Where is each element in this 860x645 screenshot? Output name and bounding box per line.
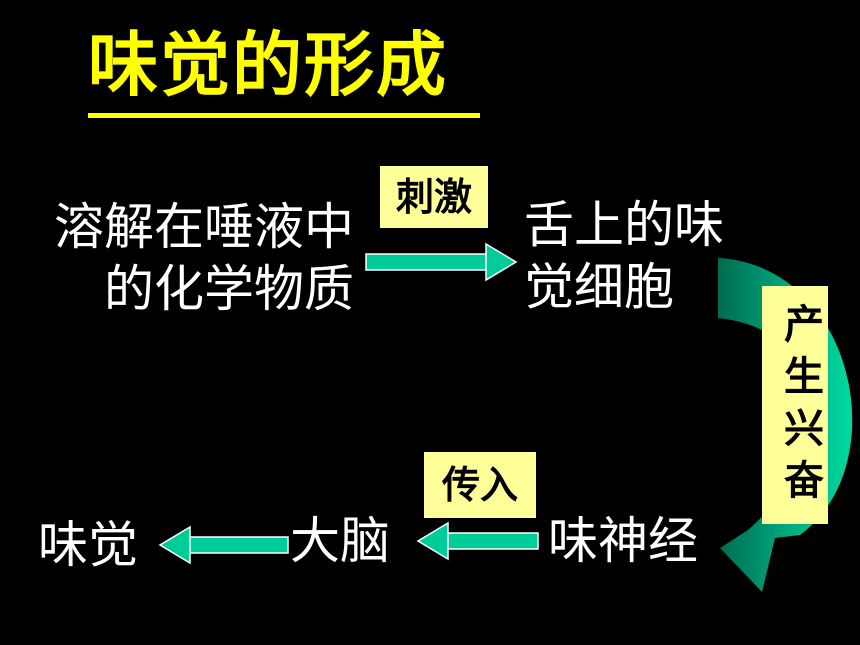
- node-dissolved-chemicals: 溶解在唾液中 的化学物质: [6, 196, 354, 320]
- node-taste: 味觉: [38, 516, 138, 574]
- node-taste-cells: 舌上的味 觉细胞: [524, 194, 724, 318]
- node-dissolved-line1: 溶解在唾液中: [54, 198, 354, 256]
- title-underline: [88, 113, 480, 118]
- stimulate-label: 刺激: [380, 166, 488, 228]
- diagram-title: 味觉的形成: [88, 24, 448, 106]
- node-taste-cells-line1: 舌上的味: [524, 196, 724, 254]
- node-dissolved-line2: 的化学物质: [104, 260, 354, 318]
- node-taste-cells-line2: 觉细胞: [524, 258, 674, 316]
- excite-label: 产生兴奋: [762, 286, 828, 524]
- node-taste-nerve: 味神经: [548, 512, 698, 570]
- stimulate-arrow: [365, 242, 518, 282]
- brain-to-taste-arrow: [158, 525, 289, 565]
- node-brain: 大脑: [290, 512, 390, 570]
- transmit-label: 传入: [424, 452, 536, 518]
- transmit-arrow: [416, 521, 539, 561]
